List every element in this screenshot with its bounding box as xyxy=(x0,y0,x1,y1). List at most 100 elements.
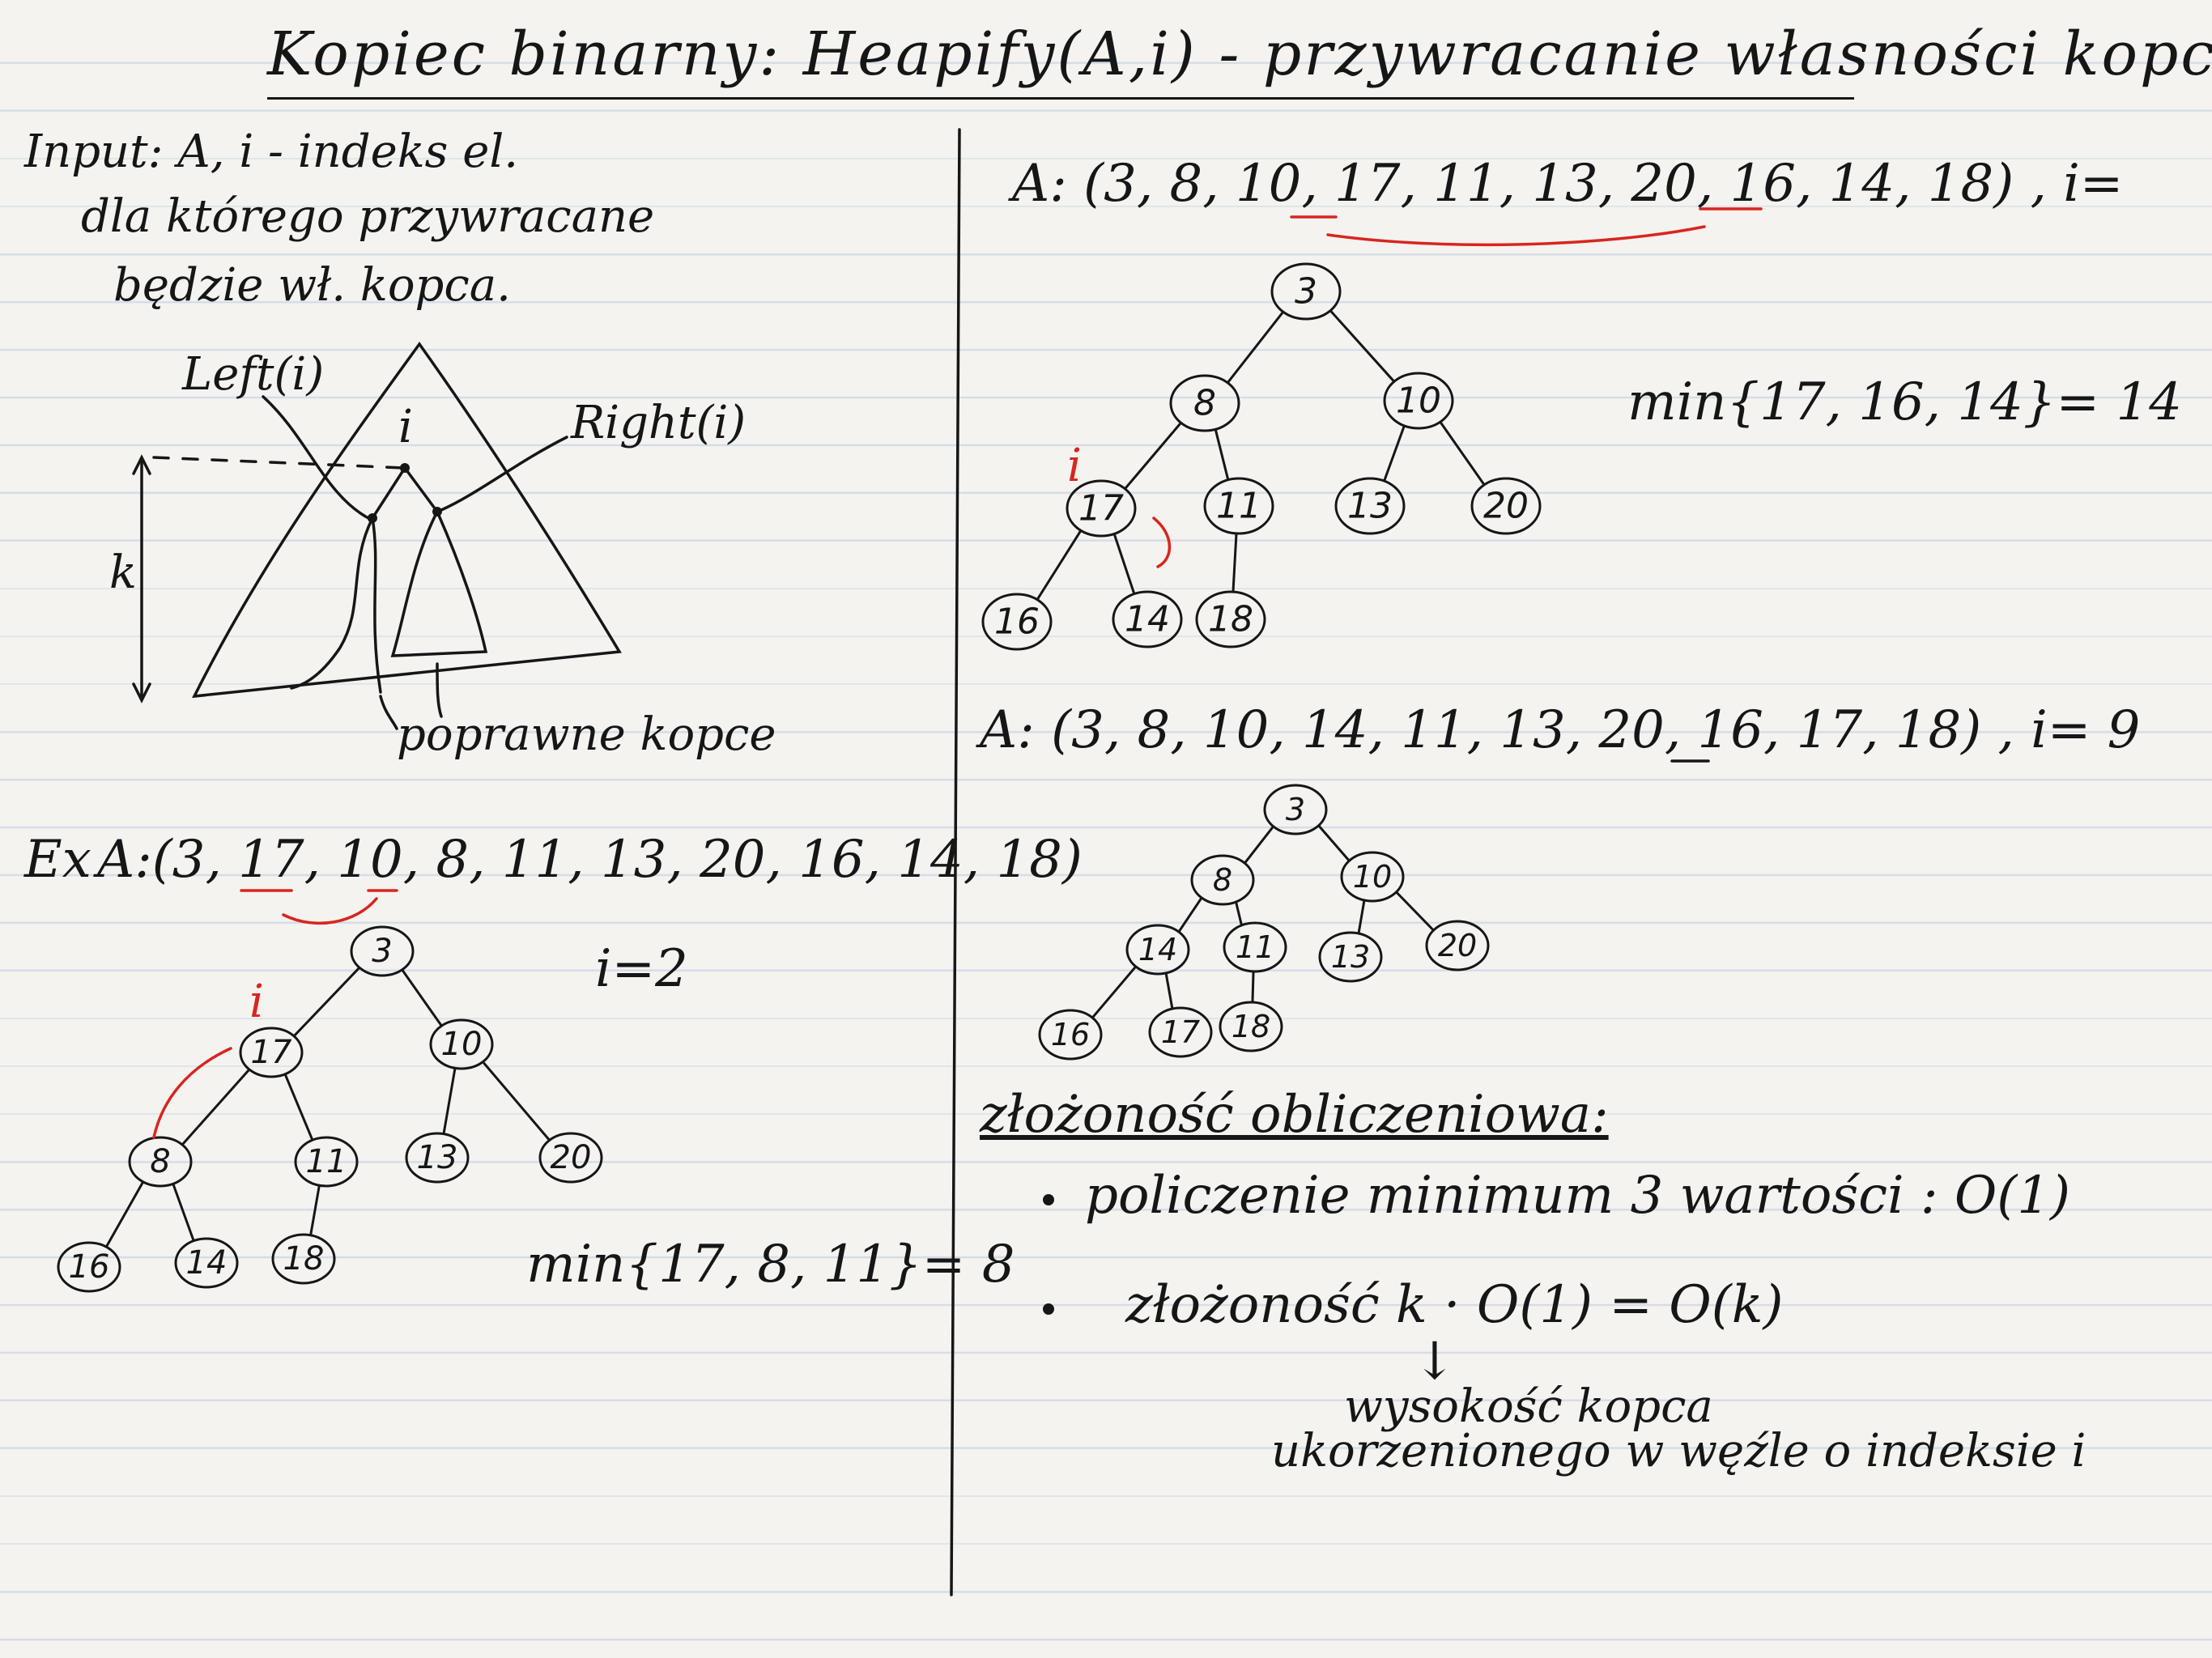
svg-text:10: 10 xyxy=(1353,859,1392,895)
title-underline xyxy=(267,97,1854,100)
height-arrowheads xyxy=(132,454,151,704)
subheaps-label: poprawne kopce xyxy=(397,708,776,761)
svg-text:8: 8 xyxy=(150,1143,170,1180)
tree-edge xyxy=(1235,901,1243,926)
subheap-pointer-1 xyxy=(379,695,398,730)
right-i-label: Right(i) xyxy=(571,397,747,449)
svg-text:10: 10 xyxy=(441,1026,483,1063)
example2-i-marker: i xyxy=(1067,440,1082,492)
heap-triangle-diagram xyxy=(132,342,622,730)
heap-node: 18 xyxy=(1195,590,1266,648)
heap-node: 20 xyxy=(538,1132,603,1184)
page-title: Kopiec binarny: Heapify(A,i) - przywraca… xyxy=(267,19,2212,89)
tree-edge xyxy=(1395,891,1435,932)
example1-i-marker: i xyxy=(249,976,264,1028)
svg-text:20: 20 xyxy=(551,1139,592,1176)
svg-text:18: 18 xyxy=(1231,1009,1270,1044)
tree-edge xyxy=(1112,533,1136,595)
child-edges xyxy=(371,466,439,520)
svg-text:20: 20 xyxy=(1483,486,1529,527)
left-subtree-outline-outer xyxy=(290,517,374,690)
example2-min: min{17, 16, 14}= 14 xyxy=(1627,372,2182,432)
tree-edge xyxy=(482,1061,551,1141)
svg-text:14: 14 xyxy=(186,1244,228,1282)
heap-node: 14 xyxy=(174,1237,239,1289)
tree-edge xyxy=(1231,533,1238,593)
svg-text:20: 20 xyxy=(1438,928,1477,963)
heap-node: 16 xyxy=(57,1241,121,1293)
heap-node: 16 xyxy=(1038,1009,1103,1061)
heap-node: 8 xyxy=(128,1136,193,1188)
bullet-dot xyxy=(1043,1303,1054,1315)
tree-edge xyxy=(1329,309,1395,383)
heap-node: 14 xyxy=(1125,924,1190,976)
tree-edge xyxy=(1244,825,1274,865)
tree-edge xyxy=(1383,425,1406,482)
example1-array: A:(3, 17, 10, 8, 11, 13, 20, 16, 14, 18) xyxy=(97,830,1083,890)
heap-node: 3 xyxy=(1263,784,1328,835)
svg-text:17: 17 xyxy=(251,1034,292,1071)
example1-min: min{17, 8, 11}= 8 xyxy=(526,1235,1015,1295)
heap-node: 17 xyxy=(1066,479,1137,538)
svg-text:18: 18 xyxy=(283,1240,325,1278)
heap-node: 11 xyxy=(1203,477,1274,535)
svg-text:11: 11 xyxy=(1216,486,1261,527)
svg-text:13: 13 xyxy=(1331,939,1370,975)
height-k-label: k xyxy=(109,546,137,599)
complexity-note-1: wysokość kopca xyxy=(1344,1380,1713,1433)
heap-node: 13 xyxy=(1318,931,1383,983)
svg-text:14: 14 xyxy=(1125,599,1170,640)
example3-array: A: (3, 8, 10, 14, 11, 13, 20, 16, 17, 18… xyxy=(980,700,2141,760)
svg-text:10: 10 xyxy=(1396,380,1441,422)
input-line-1: Input: A, i - indeks el. xyxy=(24,125,519,178)
right-subtree-outline xyxy=(390,510,488,657)
svg-text:18: 18 xyxy=(1208,599,1253,640)
example2-node-swap-arrow xyxy=(1152,517,1172,568)
heap-triangle xyxy=(192,342,622,699)
svg-text:11: 11 xyxy=(306,1143,347,1180)
heap-node: 20 xyxy=(1425,920,1490,971)
heap-node: 10 xyxy=(429,1018,494,1070)
left-subtree-outline-inner xyxy=(371,517,382,694)
svg-text:16: 16 xyxy=(69,1248,110,1286)
tree-edge xyxy=(1164,972,1174,1010)
tree-edge xyxy=(1227,311,1284,384)
svg-text:17: 17 xyxy=(1078,488,1124,529)
tree-edge xyxy=(1124,422,1182,490)
heap-node: 18 xyxy=(271,1233,336,1285)
svg-text:17: 17 xyxy=(1161,1014,1200,1050)
example2-swap-arrow xyxy=(1326,225,1706,247)
i-label: i xyxy=(398,401,413,453)
tree-edge xyxy=(401,968,443,1027)
heap-node: 16 xyxy=(981,593,1053,651)
input-line-3: będzie wł. kopca. xyxy=(113,259,511,312)
heap-node: 8 xyxy=(1169,374,1240,432)
svg-text:11: 11 xyxy=(1236,929,1274,965)
down-arrow-icon: ↓ xyxy=(1413,1332,1457,1392)
tree-edge xyxy=(442,1068,457,1134)
tree-edge xyxy=(283,1073,314,1141)
column-divider xyxy=(950,128,961,1596)
example2-swap-underlines xyxy=(1290,207,1763,219)
example1-node-swap-arrow xyxy=(152,1047,232,1139)
svg-text:13: 13 xyxy=(417,1139,458,1176)
left-label-pointer xyxy=(262,395,370,520)
heap-node: 8 xyxy=(1190,854,1255,906)
heap-node: 11 xyxy=(1223,921,1287,973)
input-line-2: dla którego przywracane xyxy=(81,190,655,243)
svg-text:16: 16 xyxy=(1051,1017,1090,1052)
heap-node: 17 xyxy=(239,1027,304,1078)
svg-text:8: 8 xyxy=(1213,862,1232,898)
subheap-pointer-2 xyxy=(436,662,443,718)
heap-node: 20 xyxy=(1470,477,1542,535)
complexity-bullet-1: policzenie minimum 3 wartości : O(1) xyxy=(1085,1166,2070,1226)
heap-node: 14 xyxy=(1112,590,1183,648)
example1-index: i=2 xyxy=(595,939,688,999)
left-i-label: Left(i) xyxy=(182,348,325,401)
example-prefix: Ex xyxy=(24,830,91,890)
example2-array: A: (3, 8, 10, 17, 11, 13, 20, 16, 14, 18… xyxy=(1012,154,2124,214)
